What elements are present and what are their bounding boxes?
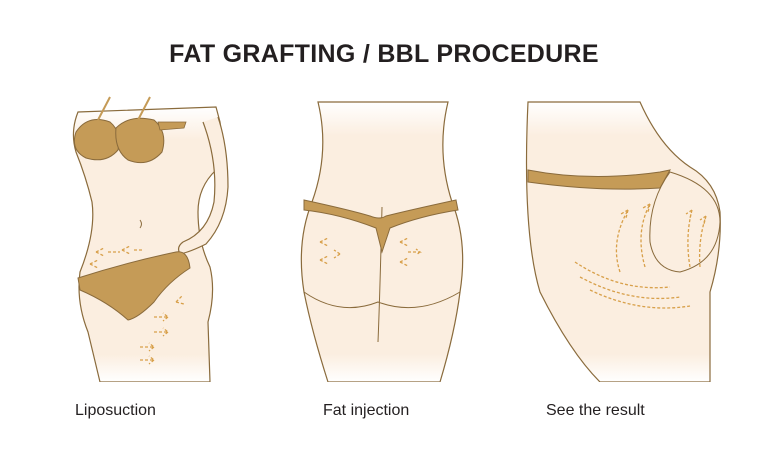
result-illustration xyxy=(520,92,730,382)
liposuction-illustration xyxy=(58,92,238,382)
caption-fat-injection: Fat injection xyxy=(323,402,410,419)
fat-injection-illustration xyxy=(290,92,480,382)
page-title: FAT GRAFTING / BBL PROCEDURE xyxy=(169,40,599,68)
caption-see-the-result: See the result xyxy=(546,402,645,419)
caption-liposuction: Liposuction xyxy=(75,402,156,419)
